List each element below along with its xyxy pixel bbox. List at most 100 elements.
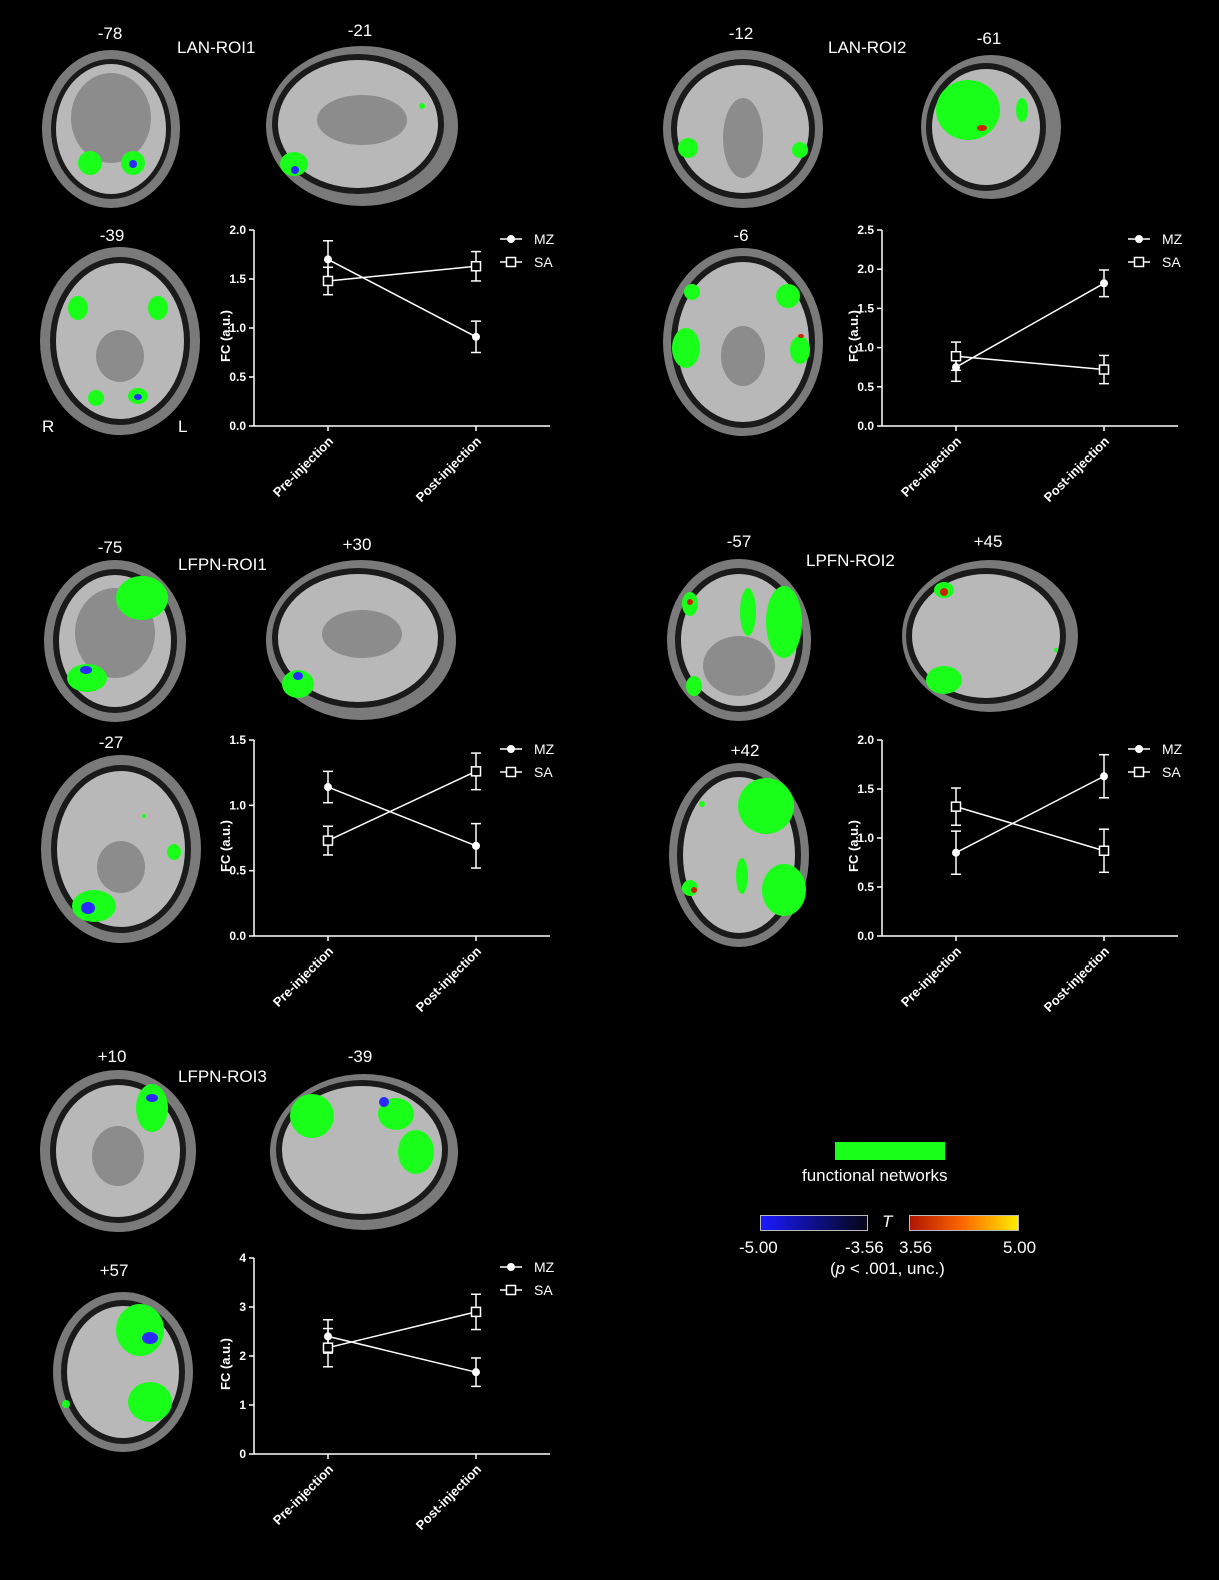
y-tick-label: 1.5 [229,733,246,747]
panel-title: LFPN-ROI1 [178,555,267,574]
legend-label: SA [534,1282,553,1298]
threshold-rest: < .001, unc.) [845,1259,945,1278]
y-tick-label: 3 [239,1300,246,1314]
panel-title: LAN-ROI2 [828,38,907,57]
slice-coordinate: -57 [726,532,752,551]
legend-marker [1133,256,1145,268]
colorbar-tick-label: -3.56 [845,1238,884,1257]
axial-brain-slice-image [669,763,809,947]
x-tick-label: Pre-injection [898,943,964,1009]
panel-title: LFPN-ROI3 [178,1067,267,1086]
threshold-open: ( [830,1259,836,1278]
series-line-mz [955,282,1105,368]
slice-coordinate: -27 [98,733,124,752]
series-line-sa [327,265,477,282]
y-tick-label: 0.5 [857,380,874,394]
y-axis-label: FC (a.u.) [846,310,861,362]
legend-marker [507,745,515,753]
slice-coordinate: +42 [730,741,760,760]
y-tick-label: 2.0 [857,262,874,276]
x-tick-label: Pre-injection [270,1461,336,1527]
legend-label: MZ [1162,231,1183,247]
data-point-mz [1100,772,1108,781]
slice-coordinate: -78 [97,24,123,43]
legend-marker [1133,766,1145,778]
slice-coordinate: +57 [99,1261,129,1280]
series-line-sa [955,355,1105,371]
sagittal-brain-slice-image [270,1074,458,1230]
y-tick-label: 2 [239,1349,246,1363]
data-point-mz [472,841,480,850]
y-axis-label: FC (a.u.) [218,310,233,362]
y-tick-label: 1.0 [857,831,874,845]
series-line-sa [327,1311,477,1349]
y-tick-label: 0.0 [229,419,246,433]
legend-marker [505,256,517,268]
coronal-brain-slice-image [667,559,811,721]
y-tick-label: 1 [239,1398,246,1412]
x-tick-label: Post-injection [413,1461,484,1532]
y-axis-label: FC (a.u.) [846,820,861,872]
series-line-mz [327,786,477,847]
legend-marker [1135,745,1143,753]
data-point-sa [470,766,482,777]
data-point-sa [950,801,962,812]
legend-label: SA [534,254,553,270]
y-tick-label: 0.0 [857,929,874,943]
y-tick-label: 2.5 [857,223,874,237]
y-tick-label: 0.0 [857,419,874,433]
y-tick-label: 2.0 [229,223,246,237]
legend-marker [505,1284,517,1296]
y-tick-label: 1.0 [857,341,874,355]
legend-label: MZ [534,741,555,757]
data-point-mz [1100,279,1108,288]
slice-coordinate: +10 [97,1047,127,1066]
slice-coordinate: -39 [347,1047,373,1066]
legend-marker [1135,235,1143,243]
axial-brain-slice-image [40,247,200,435]
legend-label: SA [1162,254,1181,270]
functional-network-color-swatch [835,1142,945,1160]
series-line-mz [955,775,1105,854]
data-point-mz [472,332,480,341]
threshold-note: (p < .001, unc.) [830,1259,945,1279]
axial-brain-slice-image [53,1292,193,1452]
panel-title: LPFN-ROI2 [806,551,895,570]
y-tick-label: 0.5 [857,880,874,894]
negative-t-colorbar [760,1215,868,1231]
data-point-mz [952,848,960,857]
slice-coordinate: -21 [347,21,373,40]
sagittal-brain-slice-image [266,560,456,720]
y-tick-label: 0.5 [229,370,246,384]
slice-coordinate: -75 [97,538,123,557]
legend-label: SA [534,764,553,780]
legend-marker [507,1263,515,1271]
y-tick-label: 0.5 [229,864,246,878]
data-point-sa [470,1306,482,1318]
data-point-sa [322,275,334,287]
series-line-mz [327,258,477,338]
data-point-sa [1098,364,1110,375]
data-point-mz [324,783,332,792]
legend-marker [507,235,515,243]
coronal-brain-slice-image [42,50,180,208]
slice-coordinate: -61 [976,29,1002,48]
y-axis-label: FC (a.u.) [218,1338,233,1390]
y-tick-label: 1.5 [857,782,874,796]
axial-brain-slice-image [663,248,823,436]
y-tick-label: 4 [239,1251,246,1265]
slice-coordinate: -6 [733,226,749,245]
slice-coordinate: +30 [342,535,372,554]
colorbar-tick-label: -5.00 [739,1238,778,1257]
fc-line-chart: 0.00.51.01.52.02.5FC (a.u.)Pre-injection… [846,223,1183,505]
coronal-brain-slice-image [663,50,823,208]
coronal-brain-slice-image [40,1070,196,1232]
x-tick-label: Post-injection [1041,433,1112,504]
panel-title: LAN-ROI1 [177,38,256,57]
orientation-right-label: R [42,417,55,436]
legend-label: MZ [534,1259,555,1275]
x-tick-label: Post-injection [413,433,484,504]
